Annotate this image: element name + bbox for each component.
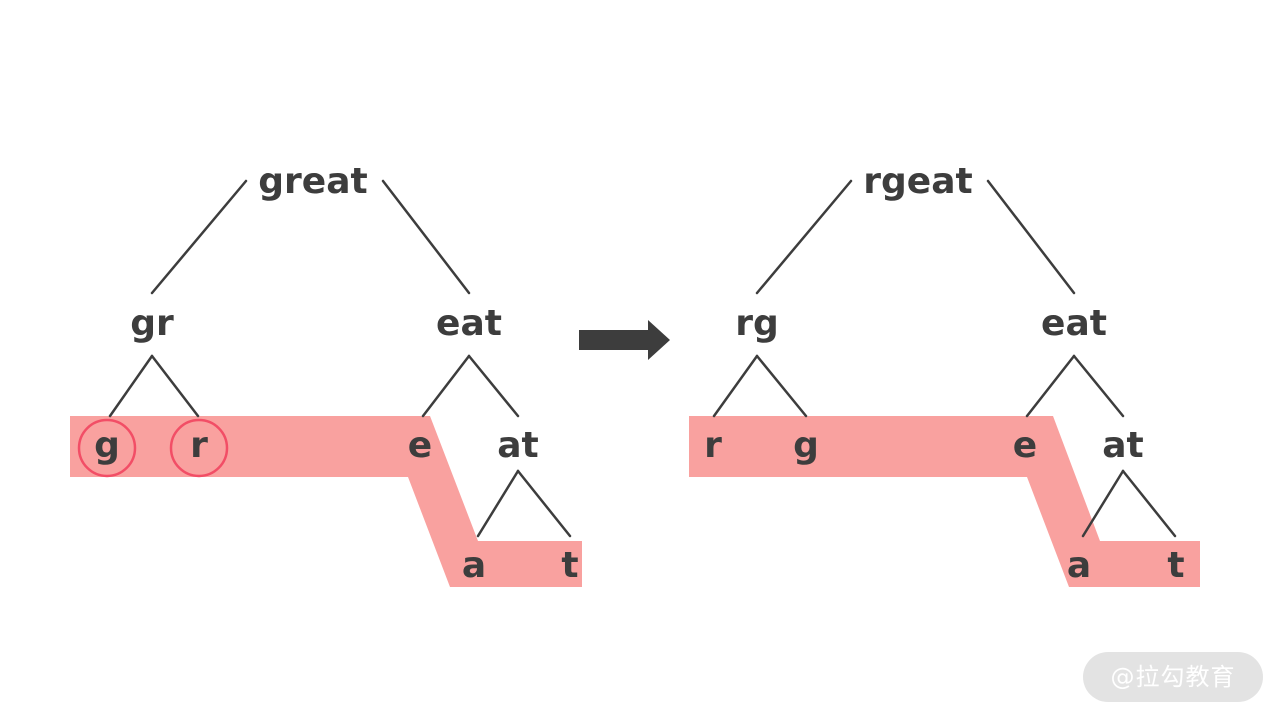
before-node-right: eat — [436, 303, 502, 344]
after-node-left: rg — [735, 303, 779, 344]
after-leaf-e: e — [1013, 425, 1037, 466]
after-edge-root-left — [755, 179, 853, 295]
before-leaf-r: r — [190, 425, 208, 466]
before-edge-root-left — [150, 179, 248, 295]
before-edge-eat-e — [421, 354, 471, 418]
before-node-left: gr — [130, 303, 174, 344]
before-edge-at-a — [476, 469, 520, 538]
before-node-at: at — [497, 425, 539, 466]
before-edge-at-t — [516, 469, 572, 538]
before-tree: great gr eat g r e at a t — [70, 161, 582, 587]
before-circle-mark-g — [77, 418, 137, 478]
before-leaf-a: a — [462, 545, 486, 586]
before-edge-eat-at — [467, 354, 520, 418]
after-node-root: rgeat — [863, 161, 972, 202]
after-node-right: eat — [1041, 303, 1107, 344]
before-edge-root-right — [381, 179, 471, 295]
after-leaf-t: t — [1167, 545, 1184, 586]
before-leaf-t: t — [561, 545, 578, 586]
after-leaf-g: g — [793, 425, 819, 466]
after-leaf-a: a — [1067, 545, 1091, 586]
after-node-at: at — [1102, 425, 1144, 466]
after-edge-root-right — [986, 179, 1076, 295]
before-leaf-e: e — [408, 425, 432, 466]
right-arrow-icon — [579, 320, 670, 360]
after-leaf-r: r — [704, 425, 722, 466]
watermark: @拉勾教育 — [1083, 652, 1263, 702]
before-edge-gr-r — [150, 354, 200, 418]
after-edge-eat-at — [1072, 354, 1125, 418]
after-edge-rg-g — [755, 354, 808, 418]
after-edge-rg-r — [712, 354, 759, 418]
after-edge-at-t — [1121, 469, 1177, 538]
after-edge-at-a — [1081, 469, 1125, 538]
before-leaf-highlight-band — [70, 416, 582, 587]
after-edge-eat-e — [1025, 354, 1076, 418]
before-node-root: great — [258, 161, 367, 202]
before-leaf-g: g — [94, 425, 120, 466]
after-leaf-highlight-band — [689, 416, 1200, 587]
after-tree: rgeat rg eat r g e at a t — [689, 161, 1200, 587]
before-edge-gr-g — [108, 354, 154, 418]
before-circle-mark-r — [169, 418, 229, 478]
